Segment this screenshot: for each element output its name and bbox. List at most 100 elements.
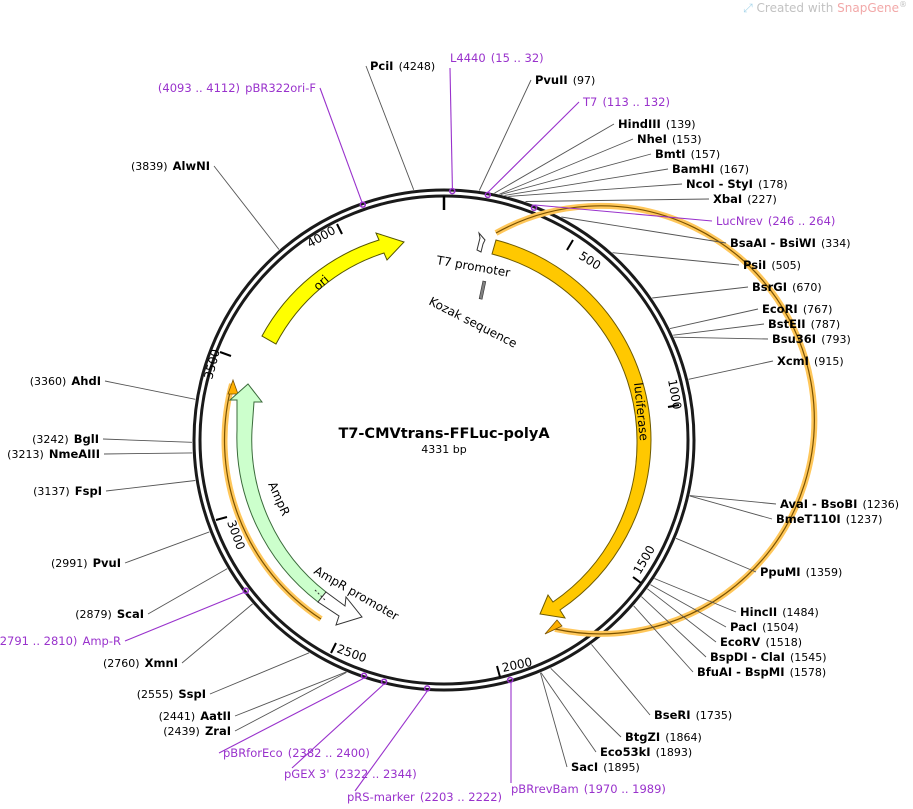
restriction-site-label[interactable]: PacI (1504) bbox=[730, 616, 799, 635]
restriction-site-label[interactable]: BsrGI (670) bbox=[752, 276, 822, 295]
site-leader-33 bbox=[105, 480, 196, 492]
site-leader-29 bbox=[209, 652, 310, 695]
primer-binding-marker bbox=[530, 204, 538, 212]
site-leader-20 bbox=[647, 588, 717, 643]
primer-label[interactable]: pBRforEco (2382 .. 2400) bbox=[223, 742, 370, 761]
primer-label[interactable]: (2791 .. 2810) Amp-R bbox=[0, 630, 121, 649]
tick-mark-1000 bbox=[667, 404, 680, 408]
site-name: PpuMI bbox=[760, 565, 801, 579]
tick-label-2000: 2000 bbox=[501, 655, 534, 675]
restriction-site-label[interactable]: (3242) BglI bbox=[32, 428, 99, 447]
restriction-site-label[interactable]: BfuAI - BspMI (1578) bbox=[697, 661, 826, 680]
restriction-site-label[interactable]: NheI (153) bbox=[637, 128, 702, 147]
restriction-site-label[interactable]: (3360) AhdI bbox=[30, 370, 101, 389]
site-name: BfuAI - BspMI bbox=[697, 665, 784, 679]
site-name: BsaAI - BsiWI bbox=[730, 236, 816, 250]
restriction-site-label[interactable]: Eco53kI (1893) bbox=[600, 741, 692, 760]
feature-ampr bbox=[228, 383, 327, 603]
site-name: BspDI - ClaI bbox=[710, 650, 785, 664]
primer-label[interactable]: pGEX 3' (2322 .. 2344) bbox=[284, 763, 417, 782]
restriction-site-label[interactable]: EcoRV (1518) bbox=[720, 631, 802, 650]
restriction-site-label[interactable]: HincII (1484) bbox=[740, 601, 819, 620]
primer-range: (246 .. 264) bbox=[768, 214, 836, 228]
primer-label[interactable]: T7 (113 .. 132) bbox=[582, 91, 670, 110]
restriction-site-label[interactable]: BtgZI (1864) bbox=[625, 726, 702, 745]
primer-leader-7 bbox=[124, 592, 244, 642]
primer-name: LucNrev bbox=[716, 214, 763, 228]
site-leader-6 bbox=[508, 183, 683, 197]
primer-leader-6 bbox=[218, 678, 364, 754]
site-leader-16 bbox=[689, 495, 773, 520]
restriction-site-label[interactable]: Bsu36I (793) bbox=[772, 328, 851, 347]
site-leader-1 bbox=[478, 79, 532, 191]
restriction-site-label[interactable]: (2439) ZraI bbox=[163, 720, 231, 739]
restriction-site-label[interactable]: PpuMI (1359) bbox=[760, 561, 842, 580]
site-position: (1484) bbox=[782, 606, 819, 619]
restriction-site-label[interactable]: BmeT110I (1237) bbox=[776, 508, 882, 527]
restriction-site-label[interactable]: NcoI - StyI (178) bbox=[686, 173, 788, 192]
restriction-site-label[interactable]: HindIII (139) bbox=[618, 113, 696, 132]
luciferase-outline-line bbox=[495, 205, 815, 635]
restriction-site-label[interactable]: (3839) AlwNI bbox=[131, 155, 210, 174]
site-name: AatII bbox=[200, 709, 231, 723]
restriction-site-label[interactable]: (3213) NmeAIII bbox=[7, 443, 100, 462]
feature-label-t7-promoter: T7 promoter bbox=[434, 253, 511, 280]
site-leader-23 bbox=[591, 644, 651, 716]
site-name: XbaI bbox=[713, 192, 742, 206]
site-position: (178) bbox=[758, 178, 788, 191]
primer-label[interactable]: pRS-marker (2203 .. 2222) bbox=[347, 786, 502, 805]
site-leader-35 bbox=[102, 438, 193, 443]
restriction-site-label[interactable]: (3137) FspI bbox=[33, 480, 102, 499]
plasmid-size: 4331 bp bbox=[421, 443, 466, 456]
restriction-site-label[interactable]: BmtI (157) bbox=[655, 143, 720, 162]
site-position: (505) bbox=[771, 259, 801, 272]
restriction-site-label[interactable]: (2760) XmnI bbox=[103, 652, 178, 671]
restriction-site-label[interactable]: (2991) PvuI bbox=[51, 552, 121, 571]
primer-name: pBRforEco bbox=[223, 746, 283, 760]
tick-mark-500 bbox=[566, 239, 574, 251]
restriction-site-label[interactable]: PsiI (505) bbox=[743, 254, 801, 273]
site-position: (3213) bbox=[7, 448, 44, 461]
site-position: (1359) bbox=[806, 566, 843, 579]
restriction-site-label[interactable]: BseRI (1735) bbox=[654, 704, 732, 723]
site-name: AlwNI bbox=[173, 159, 210, 173]
restriction-site-label[interactable]: (2555) SspI bbox=[137, 683, 206, 702]
site-name: EcoRV bbox=[720, 635, 760, 649]
restriction-site-label[interactable]: PciI (4248) bbox=[370, 55, 435, 74]
site-name: PsiI bbox=[743, 258, 766, 272]
restriction-site-label[interactable]: BamHI (167) bbox=[672, 158, 749, 177]
primer-leader-1 bbox=[488, 101, 580, 193]
restriction-site-label[interactable]: SacI (1895) bbox=[571, 756, 640, 775]
primer-label[interactable]: LucNrev (246 .. 264) bbox=[716, 210, 835, 229]
site-leader-15 bbox=[689, 495, 777, 505]
primer-label[interactable]: L4440 (15 .. 32) bbox=[450, 47, 544, 66]
restriction-site-label[interactable]: EcoRI (767) bbox=[762, 298, 832, 317]
leader-lines bbox=[102, 65, 777, 792]
primer-leader-2 bbox=[535, 204, 713, 222]
feature-ampr-promoter bbox=[317, 591, 363, 626]
restriction-site-label[interactable]: (2441) AatII bbox=[159, 705, 231, 724]
restriction-site-label[interactable]: XcmI (915) bbox=[777, 350, 844, 369]
watermark-logo-icon: ⤢ bbox=[743, 1, 753, 15]
site-leader-13 bbox=[674, 336, 769, 340]
site-leader-10 bbox=[652, 286, 749, 299]
feature-label-luciferase: luciferase bbox=[631, 382, 651, 442]
tick-mark-group bbox=[215, 223, 680, 678]
site-position: (793) bbox=[821, 333, 851, 346]
restriction-site-label[interactable]: BsaAI - BsiWI (334) bbox=[730, 232, 851, 251]
primer-label[interactable]: (4093 .. 4112) pBR322ori-F bbox=[158, 77, 316, 96]
site-name: Eco53kI bbox=[600, 745, 651, 759]
primer-label[interactable]: pBRrevBam (1970 .. 1989) bbox=[511, 778, 666, 797]
restriction-site-label[interactable]: (2879) ScaI bbox=[75, 603, 144, 622]
primer-name: Amp-R bbox=[82, 634, 121, 648]
site-position: (2441) bbox=[159, 710, 196, 723]
site-position: (1236) bbox=[862, 498, 899, 511]
restriction-site-label[interactable]: PvuII (97) bbox=[535, 69, 595, 88]
site-leader-24 bbox=[550, 667, 622, 738]
restriction-site-label[interactable]: AvaI - BsoBI (1236) bbox=[780, 493, 899, 512]
restriction-site-label[interactable]: BspDI - ClaI (1545) bbox=[710, 646, 827, 665]
restriction-site-label[interactable]: BstEII (787) bbox=[768, 313, 840, 332]
watermark-brand: SnapGene bbox=[837, 1, 899, 15]
site-name: ZraI bbox=[205, 724, 231, 738]
restriction-site-label[interactable]: XbaI (227) bbox=[713, 188, 777, 207]
